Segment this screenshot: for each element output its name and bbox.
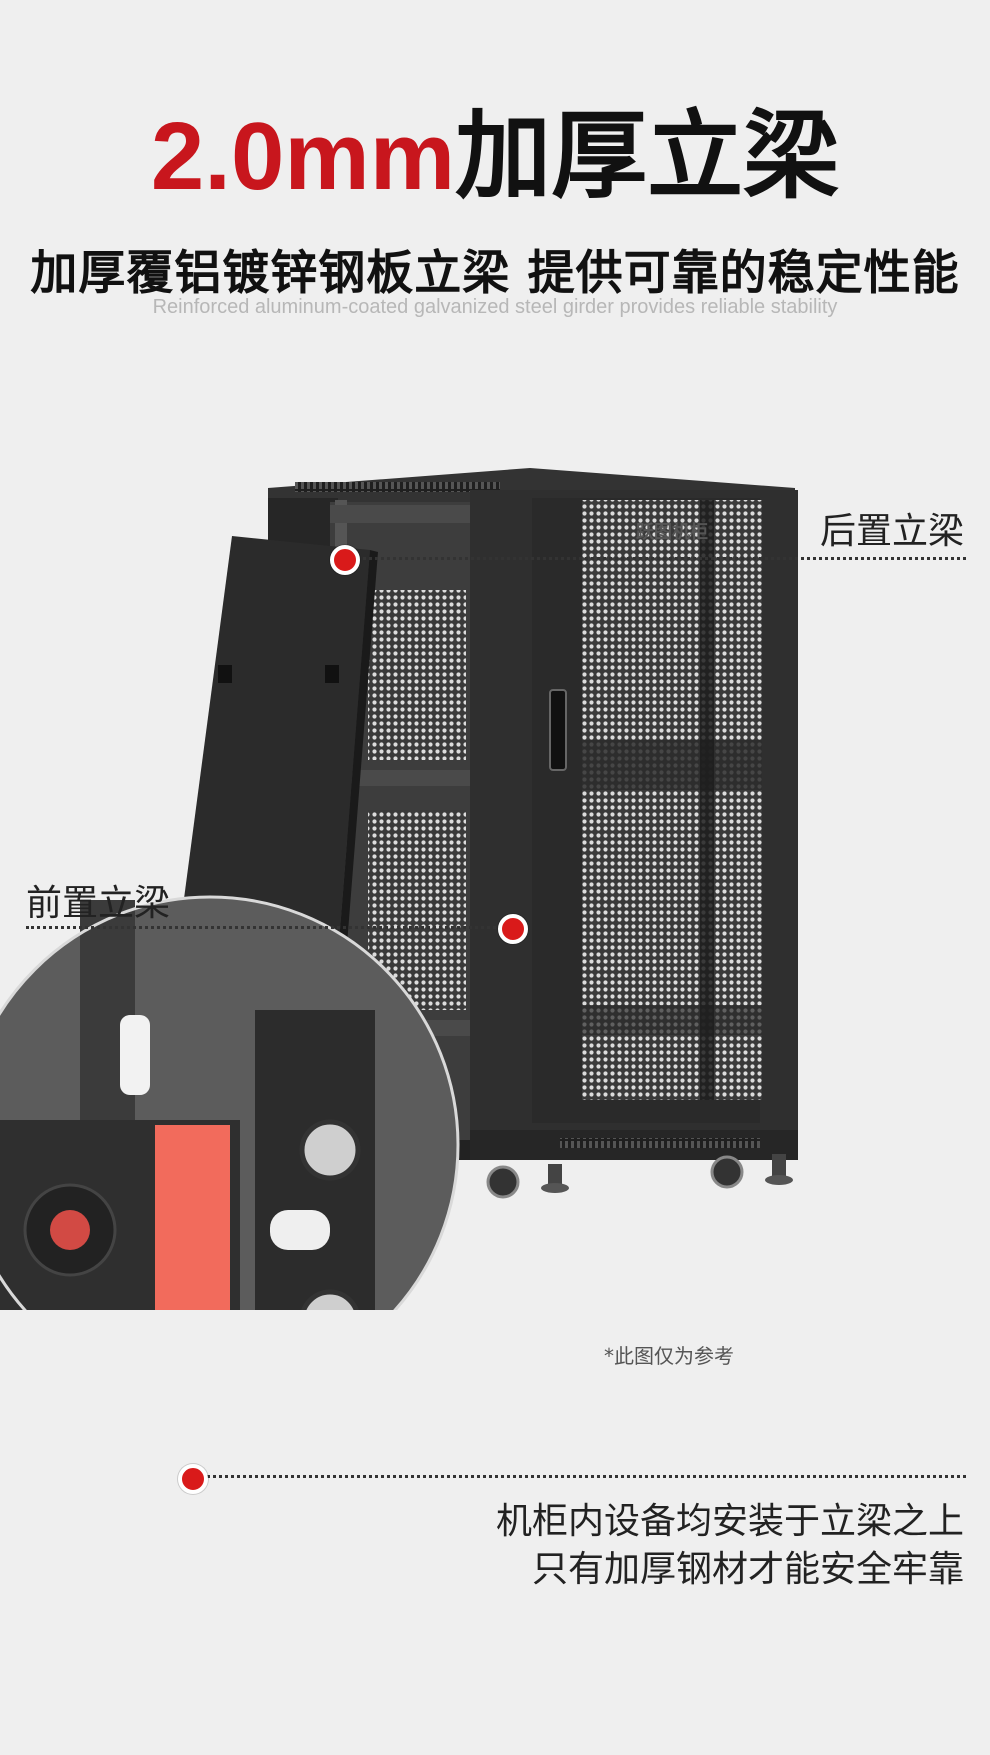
cabinet-brand-logo: 跃图机柜 [636,522,708,543]
zoom-detail-marker [178,1464,208,1494]
front-girder-label: 前置立梁 [26,883,171,924]
headline-title: 加厚立梁 [455,100,840,212]
server-cabinet-illustration [0,468,798,1310]
headline: 2.0mm加厚立梁 [0,108,990,205]
bottom-text-line-2: 只有加厚钢材才能安全牢靠 [531,1549,964,1590]
zoom-detail-line [200,1475,966,1478]
reference-note: *此图仅为参考 [604,1344,734,1368]
rear-girder-marker [330,545,360,575]
rear-girder-line [346,557,966,560]
subheading: 加厚覆铝镀锌钢板立梁 提供可靠的稳定性能 [30,246,960,301]
bottom-description: 机柜内设备均安装于立梁之上 只有加厚钢材才能安全牢靠 [496,1498,964,1594]
front-girder-marker [498,914,528,944]
headline-highlight: 2.0mm [150,103,456,210]
bottom-text-line-1: 机柜内设备均安装于立梁之上 [495,1501,964,1542]
rear-girder-label: 后置立梁 [819,511,964,552]
english-subheading: Reinforced aluminum-coated galvanized st… [152,296,838,318]
front-girder-line [26,926,514,929]
